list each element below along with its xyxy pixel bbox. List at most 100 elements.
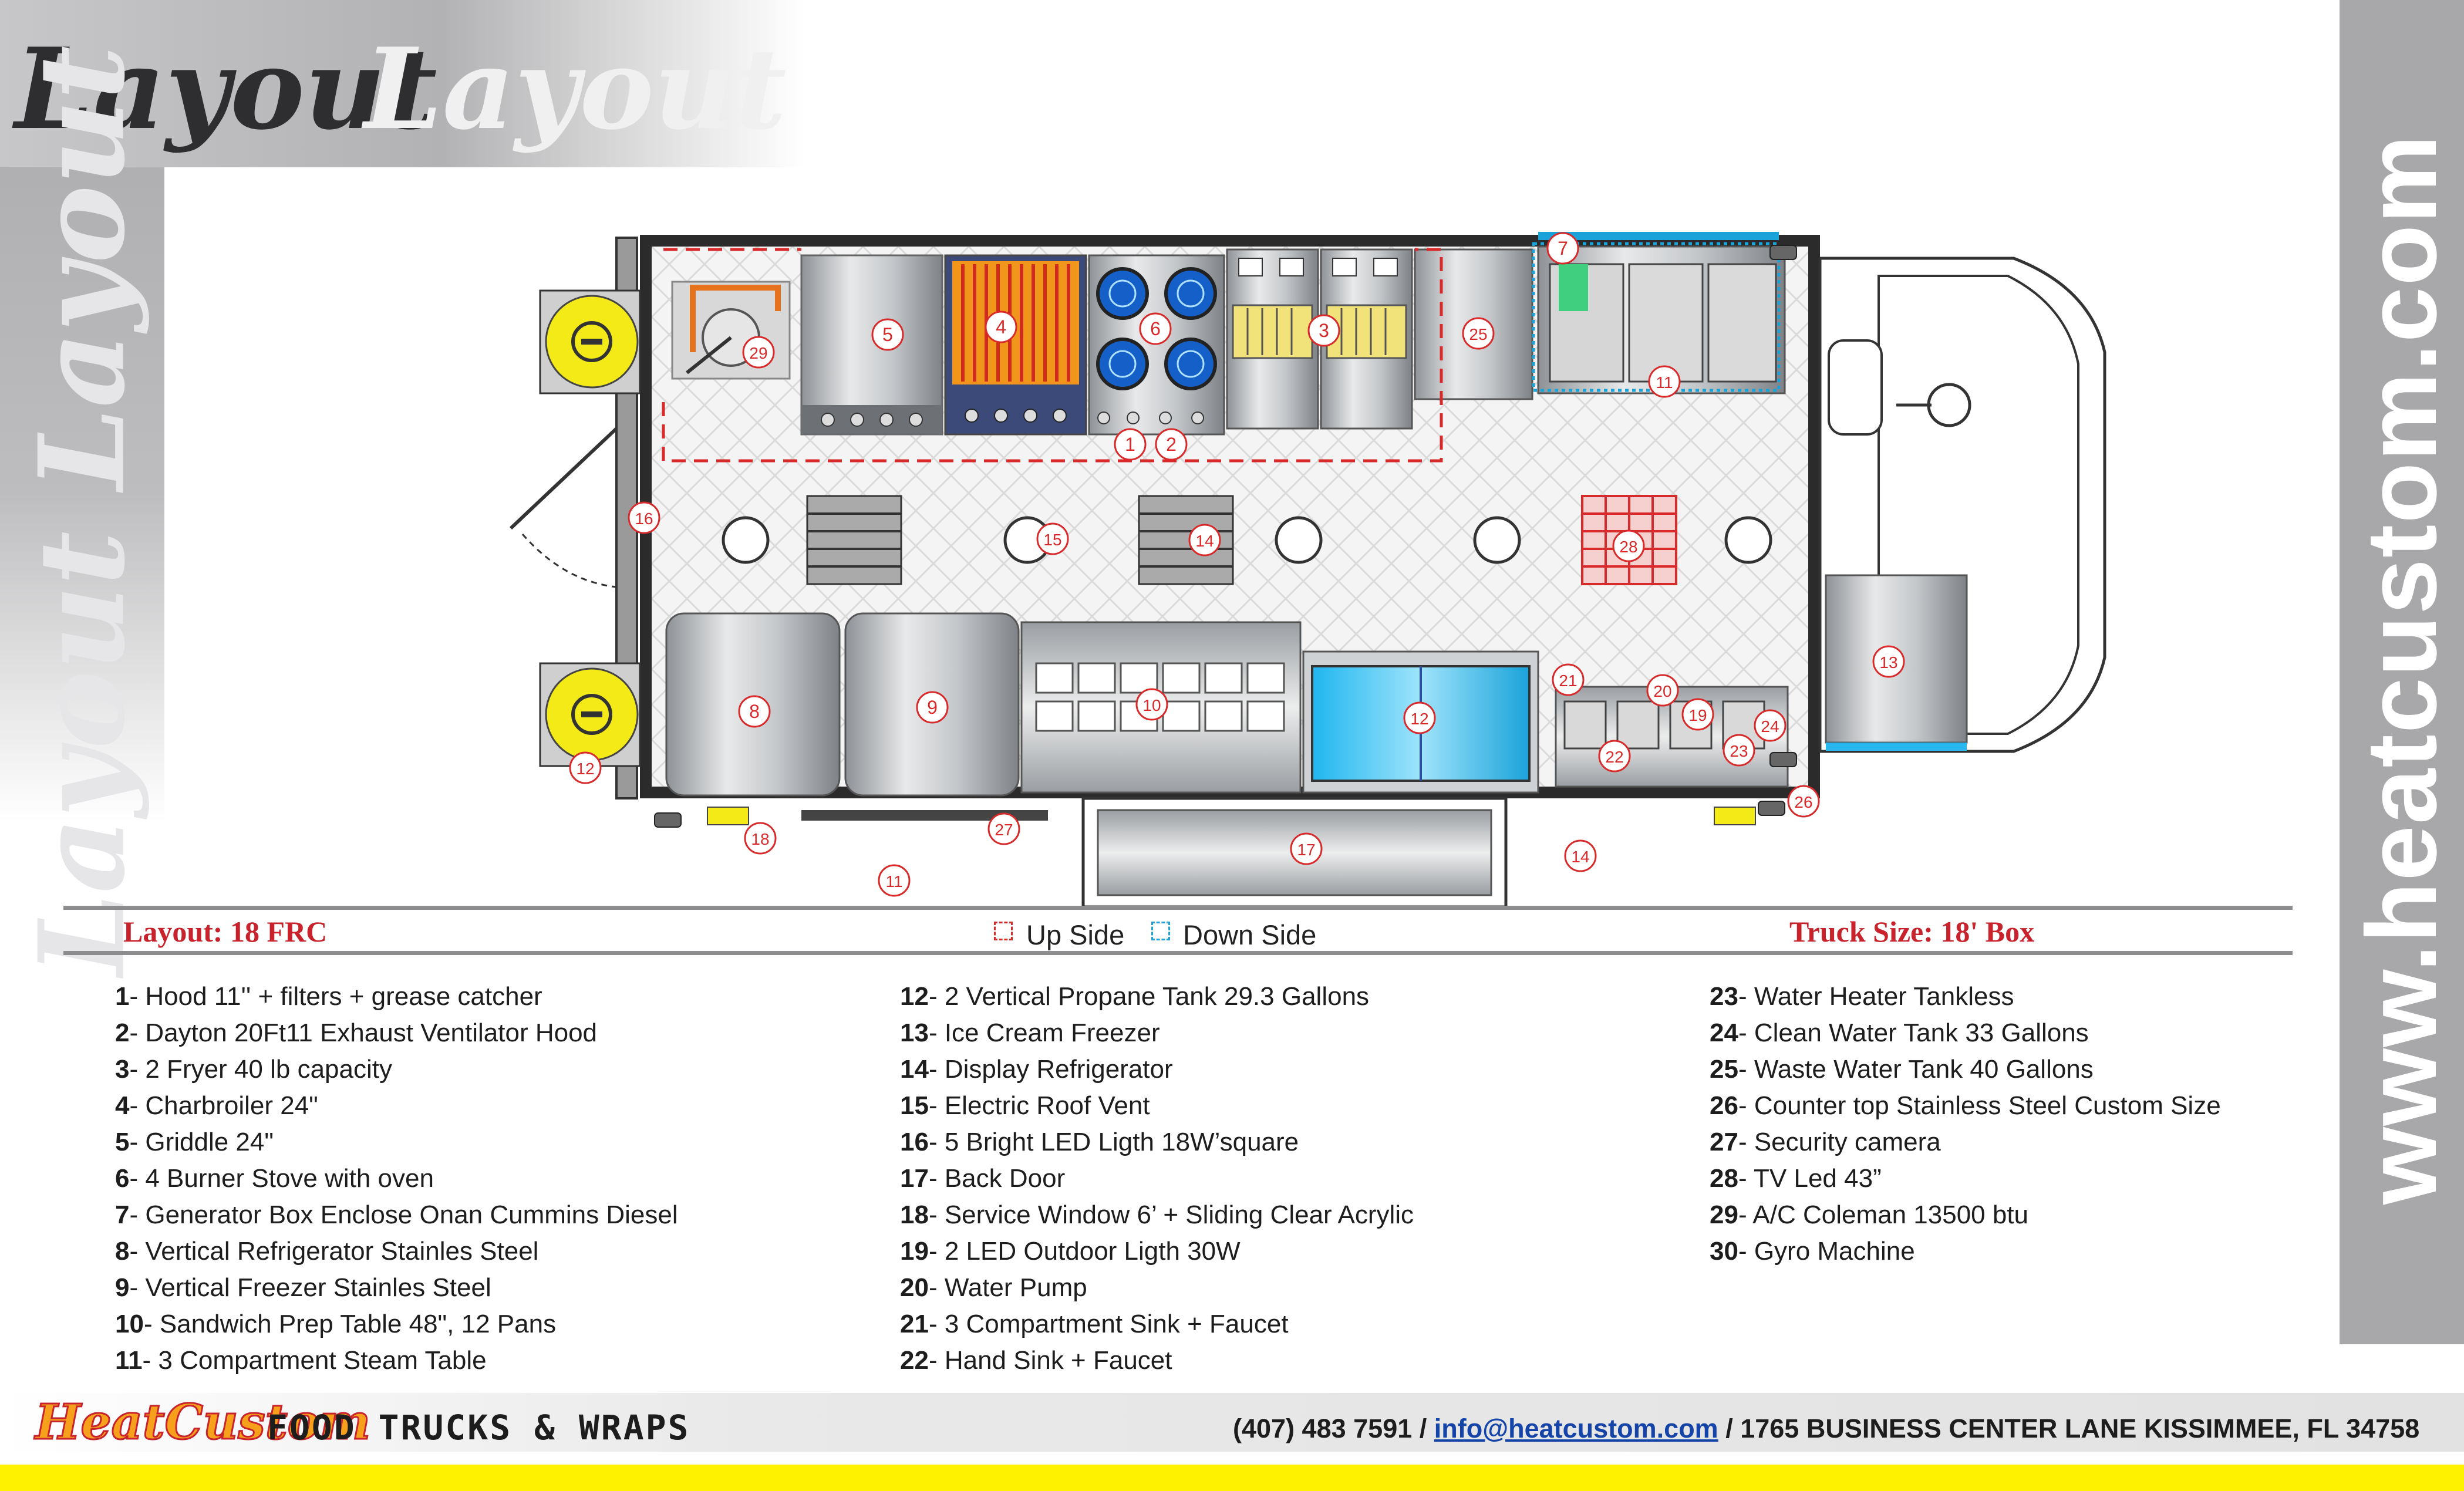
marker-24: 24	[1754, 709, 1787, 742]
item-number: 8	[115, 1237, 130, 1266]
marker-11: 11	[878, 864, 911, 897]
item-text: - Counter top Stainless Steel Custom Siz…	[1738, 1091, 2221, 1120]
marker-label: 28	[1619, 538, 1637, 556]
item-text: - TV Led 43”	[1738, 1164, 1882, 1193]
marker-label: 10	[1142, 696, 1161, 714]
list-item: 29- A/C Coleman 13500 btu	[1710, 1197, 2221, 1233]
item-text: - Ice Cream Freezer	[928, 1018, 1160, 1047]
marker-10: 10	[1135, 688, 1168, 721]
item-text: - 3 Compartment Sink + Faucet	[928, 1310, 1289, 1338]
item-text: - Hand Sink + Faucet	[928, 1346, 1172, 1375]
marker-label: 14	[1571, 848, 1589, 866]
item-text: - Display Refrigerator	[928, 1055, 1173, 1084]
list-item: 8- Vertical Refrigerator Stainles Steel	[115, 1233, 678, 1270]
item-number: 13	[900, 1018, 929, 1047]
item-number: 12	[900, 982, 929, 1011]
marker-19: 19	[1681, 698, 1714, 731]
list-item: 5- Griddle 24"	[115, 1124, 678, 1161]
list-item: 10- Sandwich Prep Table 48", 12 Pans	[115, 1306, 678, 1342]
marker-12: 12	[569, 751, 602, 784]
item-text: - Sandwich Prep Table 48", 12 Pans	[143, 1310, 557, 1338]
item-text: - Griddle 24"	[129, 1128, 274, 1156]
top-gray-band	[0, 0, 804, 167]
item-number: 9	[115, 1273, 130, 1302]
marker-6: 6	[1139, 312, 1172, 345]
marker-8: 8	[738, 695, 771, 728]
marker-label: 1	[1125, 434, 1135, 455]
marker-label: 18	[751, 830, 769, 848]
marker-label: 16	[635, 510, 653, 528]
email-link[interactable]: info@heatcustom.com	[1434, 1414, 1718, 1443]
list-item: 13- Ice Cream Freezer	[900, 1015, 1414, 1051]
list-item: 6- 4 Burner Stove with oven	[115, 1161, 678, 1197]
item-text: - Vertical Refrigerator Stainles Steel	[129, 1237, 539, 1266]
list-item: 28- TV Led 43”	[1710, 1161, 2221, 1197]
marker-label: 4	[996, 316, 1006, 338]
item-text: - Clean Water Tank 33 Gallons	[1738, 1018, 2089, 1047]
marker-23: 23	[1723, 734, 1755, 767]
list-item: 25- Waste Water Tank 40 Gallons	[1710, 1051, 2221, 1088]
list-item: 16- 5 Bright LED Ligth 18W’square	[900, 1124, 1414, 1161]
footer-yellow-stripe	[0, 1465, 2464, 1491]
marker-label: 24	[1761, 717, 1779, 736]
item-text: - Security camera	[1738, 1128, 1941, 1156]
list-item: 7- Generator Box Enclose Onan Cummins Di…	[115, 1197, 678, 1233]
separator: /	[1718, 1414, 1741, 1443]
item-number: 19	[900, 1237, 929, 1266]
item-text: - Waste Water Tank 40 Gallons	[1738, 1055, 2094, 1084]
item-number: 22	[900, 1346, 929, 1375]
marker-29: 29	[742, 336, 775, 369]
up-side-swatch	[994, 922, 1013, 940]
marker-label: 17	[1297, 841, 1315, 859]
marker-25: 25	[1462, 317, 1495, 350]
item-text: - A/C Coleman 13500 btu	[1738, 1200, 2029, 1229]
down-side-label: Down Side	[1183, 919, 1317, 950]
marker-label: 6	[1150, 318, 1161, 339]
item-number: 20	[900, 1273, 929, 1302]
item-text: - 3 Compartment Steam Table	[142, 1346, 487, 1375]
marker-16: 16	[628, 501, 660, 534]
list-item: 26- Counter top Stainless Steel Custom S…	[1710, 1088, 2221, 1124]
marker-15: 15	[1036, 522, 1069, 555]
marker-label: 20	[1653, 682, 1671, 700]
item-text: - 2 LED Outdoor Ligth 30W	[928, 1237, 1241, 1266]
header-top-rule	[63, 906, 2293, 910]
marker-12: 12	[1403, 701, 1436, 734]
marker-label: 12	[576, 760, 594, 778]
list-item: 18- Service Window 6’ + Sliding Clear Ac…	[900, 1197, 1414, 1233]
item-number: 24	[1710, 1018, 1738, 1047]
marker-label: 29	[749, 344, 767, 362]
marker-label: 5	[882, 324, 893, 345]
list-item: 21- 3 Compartment Sink + Faucet	[900, 1306, 1414, 1342]
item-text: - Charbroiler 24"	[129, 1091, 318, 1120]
item-text: - 4 Burner Stove with oven	[129, 1164, 434, 1193]
phone-number[interactable]: (407) 483 7591	[1233, 1414, 1413, 1443]
marker-20: 20	[1646, 674, 1679, 707]
up-side-label: Up Side	[1026, 919, 1125, 950]
list-item: 20- Water Pump	[900, 1270, 1414, 1306]
item-number: 3	[115, 1055, 130, 1084]
item-number: 21	[900, 1310, 929, 1338]
header-bottom-rule	[63, 951, 2293, 955]
item-number: 25	[1710, 1055, 1738, 1084]
list-item: 22- Hand Sink + Faucet	[900, 1342, 1414, 1379]
list-item: 12- 2 Vertical Propane Tank 29.3 Gallons	[900, 979, 1414, 1015]
address: 1765 BUSINESS CENTER LANE KISSIMMEE, FL …	[1740, 1414, 2420, 1443]
marker-label: 13	[1879, 653, 1897, 672]
marker-label: 21	[1559, 672, 1577, 690]
item-number: 17	[900, 1164, 929, 1193]
list-item: 17- Back Door	[900, 1161, 1414, 1197]
marker-11: 11	[1648, 365, 1681, 398]
heatcustom-logo[interactable]: HeatCustom	[34, 1394, 371, 1452]
title-light: Layout	[364, 23, 787, 154]
item-number: 27	[1710, 1128, 1738, 1156]
item-number: 1	[115, 982, 130, 1011]
list-item: 2- Dayton 20Ft11 Exhaust Ventilator Hood	[115, 1015, 678, 1051]
marker-label: 27	[995, 821, 1013, 839]
footer-tagline: FOOD TRUCKS & WRAPS	[267, 1408, 690, 1448]
item-number: 5	[115, 1128, 130, 1156]
marker-label: 22	[1605, 748, 1623, 766]
